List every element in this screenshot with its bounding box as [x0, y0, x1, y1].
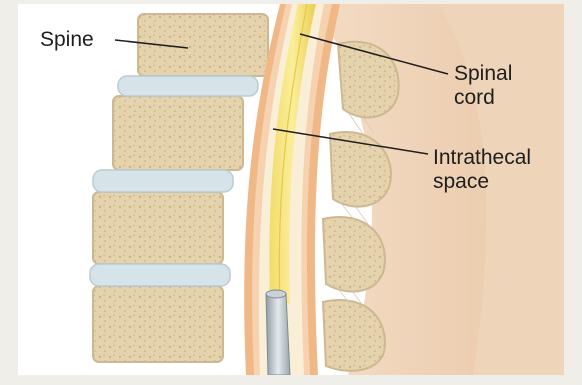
intrathecal-label-line2: space — [433, 170, 489, 193]
needle — [266, 294, 290, 375]
intrathecal-label-line1: Intrathecal — [433, 146, 531, 169]
spinal-cord-label-line1: Spinal — [454, 62, 512, 85]
spine-label: Spine — [40, 28, 94, 51]
spine-illustration: Spine Spinal cord Intrathecal space — [18, 4, 564, 375]
spinal-cord-label-line2: cord — [454, 86, 495, 109]
illustration-panel: Spine Spinal cord Intrathecal space — [18, 4, 564, 375]
